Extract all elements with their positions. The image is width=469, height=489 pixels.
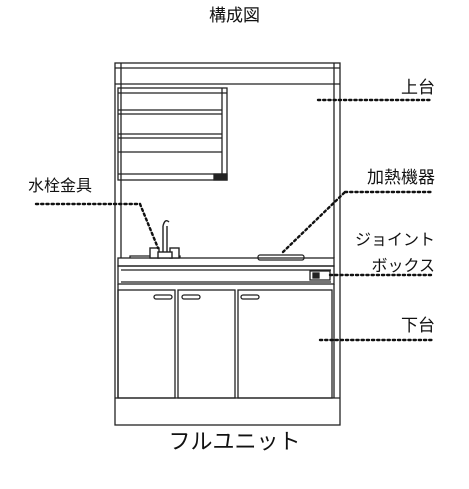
- unit-outer-frame: [114, 62, 341, 426]
- label-faucet: 水栓金具: [28, 176, 93, 195]
- joint-box-drawing: [309, 270, 331, 281]
- label-joint-box-line1: ジョイント: [354, 230, 435, 249]
- worktop: [117, 257, 335, 285]
- leader-lines: [34, 98, 434, 342]
- diagram-caption: フルユニット: [168, 430, 301, 455]
- upper-shelf-unit: [117, 87, 228, 181]
- label-upper-cabinet: 上台: [401, 78, 435, 98]
- leader-faucet: [138, 202, 160, 250]
- faucet-drawing: [149, 219, 180, 259]
- heater-drawing: [257, 254, 305, 261]
- label-lower-cabinet: 下台: [401, 316, 435, 336]
- lower-cabinet-drawing: [115, 284, 340, 399]
- label-heater: 加熱機器: [367, 168, 435, 188]
- label-joint-box-line2: ボックス: [371, 256, 435, 275]
- leader-heater: [281, 190, 347, 254]
- diagram-title: 構成図: [209, 6, 260, 26]
